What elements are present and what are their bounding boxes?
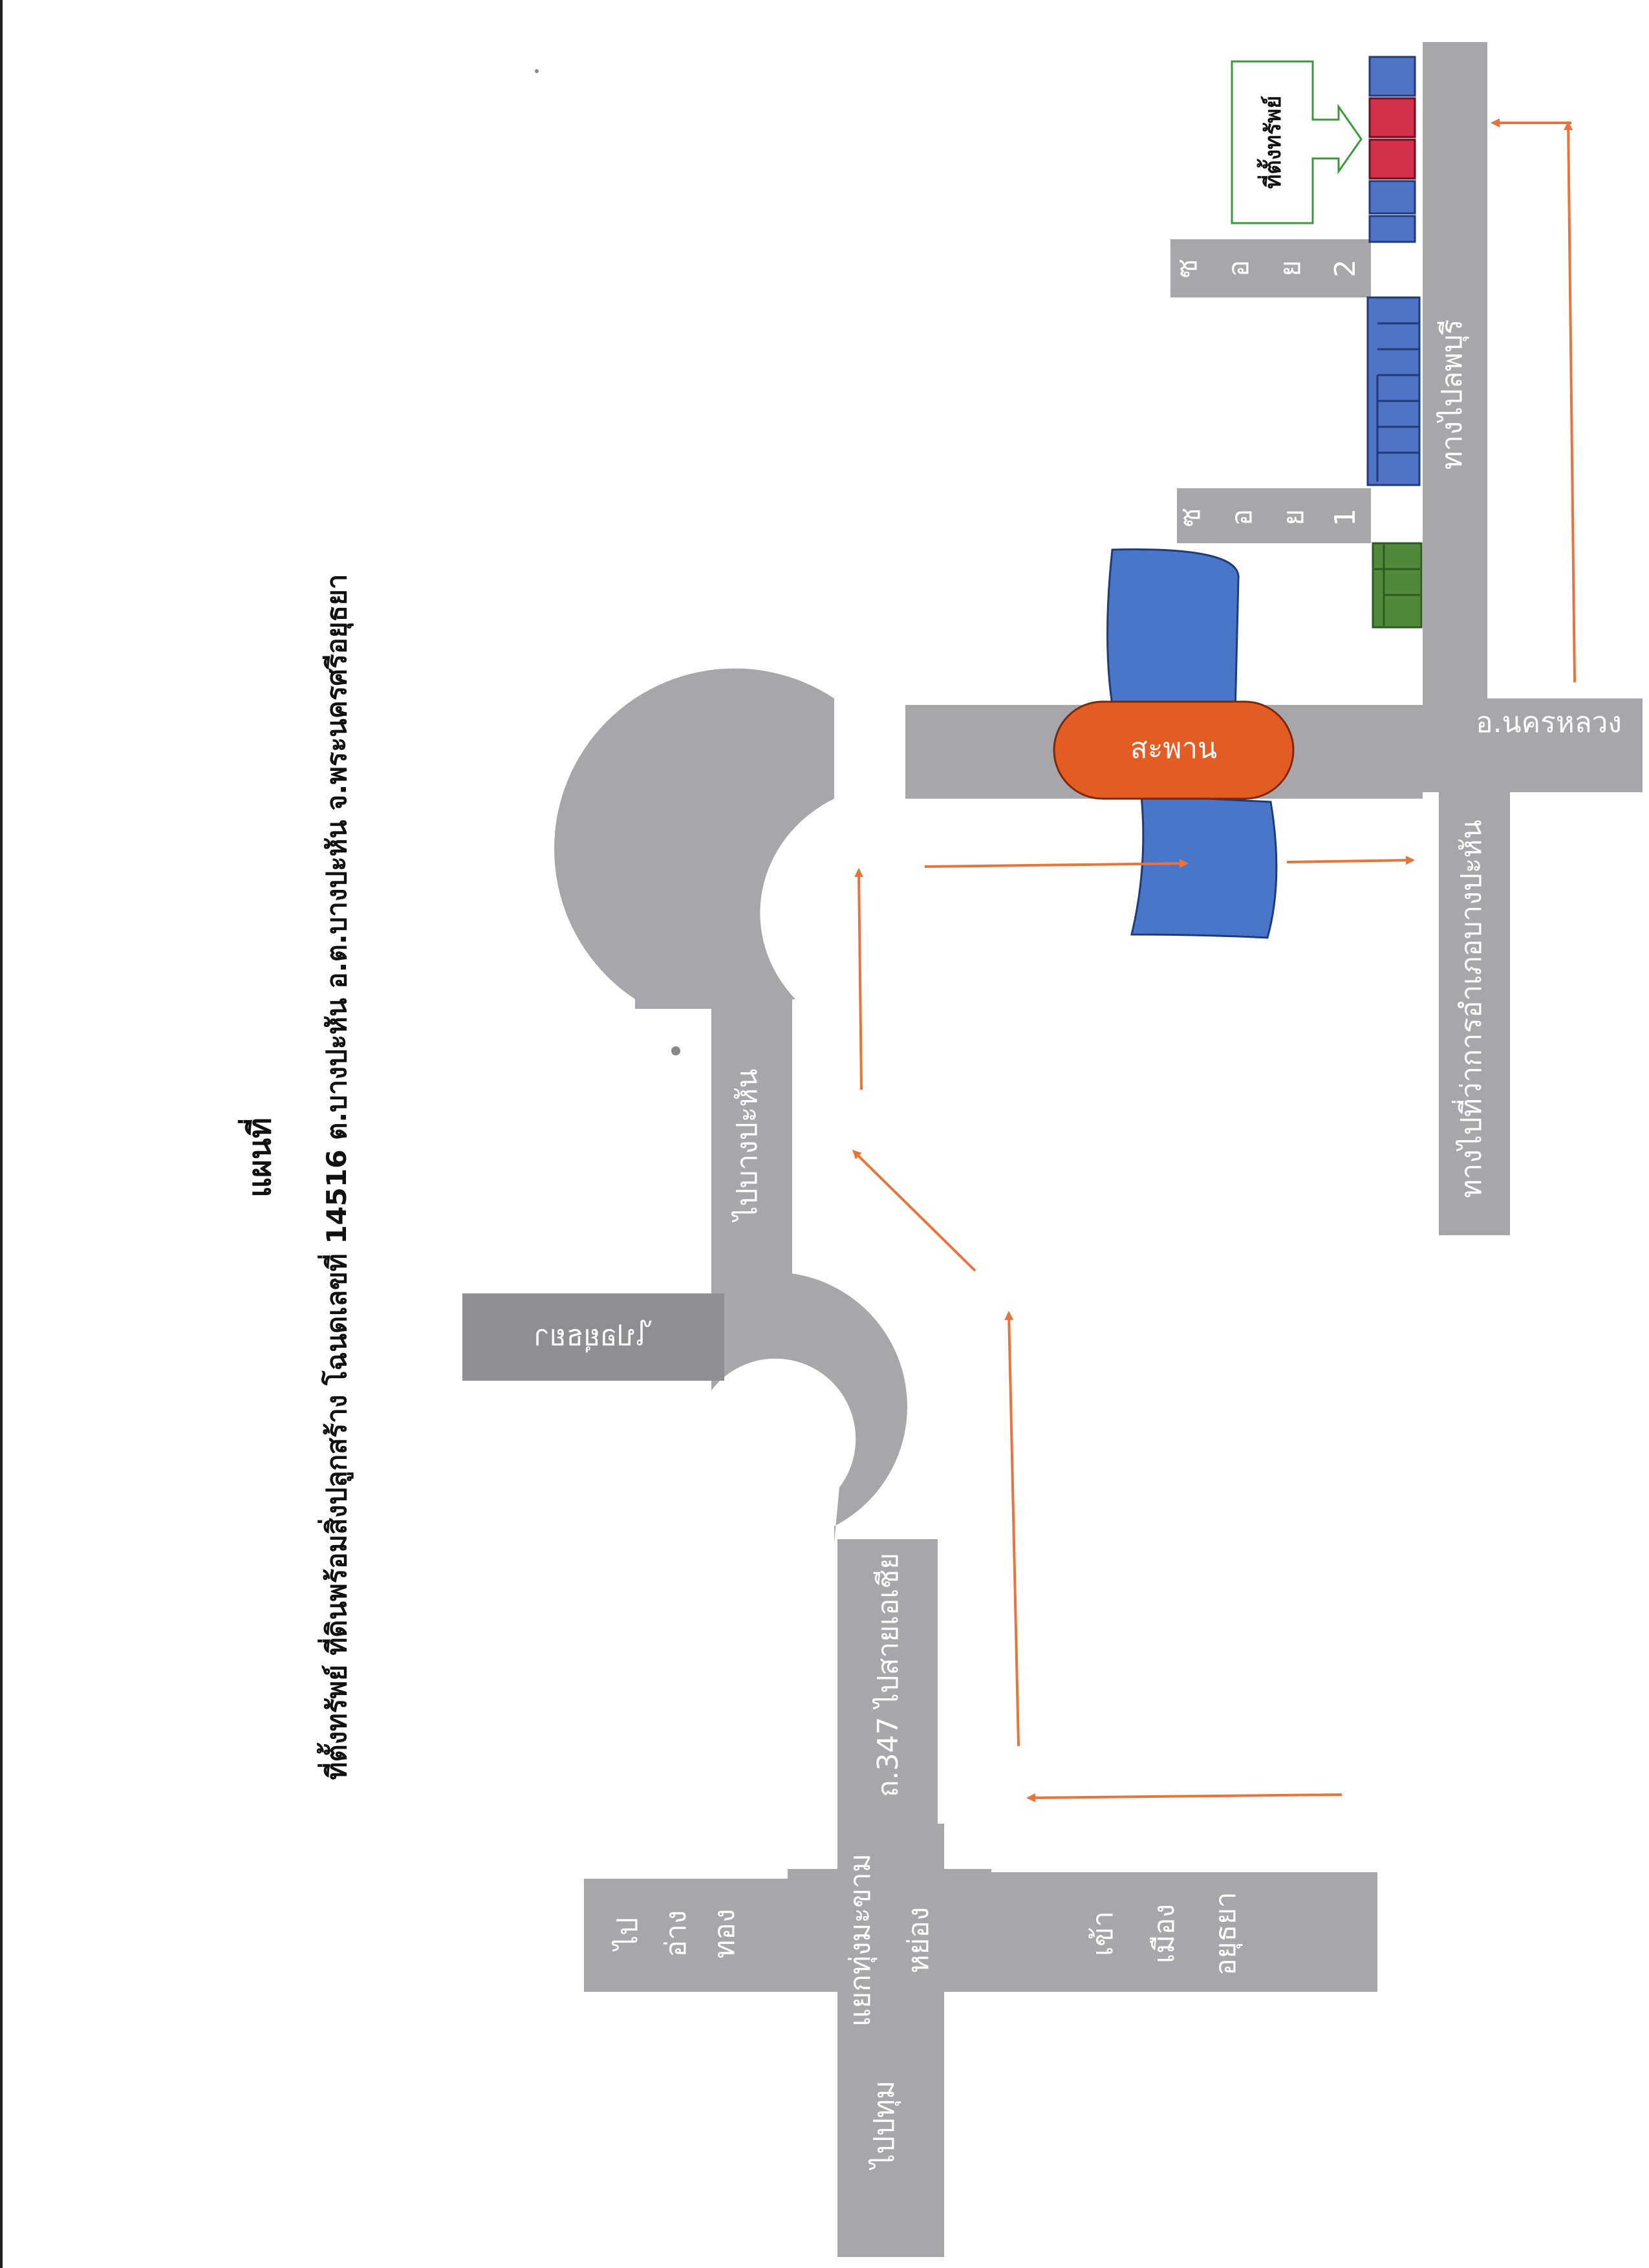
svg-text:1: 1 xyxy=(1329,508,1362,526)
svg-text:อ: อ xyxy=(1222,260,1255,277)
svg-text:2: 2 xyxy=(1329,259,1362,277)
label-to-district-office: ทางไปที่ว่าการอำเภอบางปะหัน xyxy=(1451,819,1488,1198)
label-soi-2: ซ อ ย 2 xyxy=(1170,259,1362,278)
blue-row-buildings xyxy=(1366,296,1421,486)
label-to-pathum: ไปปทุม xyxy=(868,2080,901,2170)
road-junction-block xyxy=(788,1869,991,1992)
river-upper xyxy=(1106,548,1240,716)
route-arrow-6 xyxy=(1286,856,1415,865)
svg-text:เข้า: เข้า xyxy=(1086,1911,1119,1956)
road-ayutthaya-sign-block xyxy=(462,1293,724,1381)
scan-speck xyxy=(671,1046,680,1055)
route-arrow-7 xyxy=(1564,121,1576,683)
bridge-shape xyxy=(1053,700,1295,800)
svg-text:ซ: ซ xyxy=(1170,259,1203,278)
svg-text:เมือง: เมือง xyxy=(1148,1904,1181,1963)
svg-text:อ่าง: อ่าง xyxy=(660,1910,693,1958)
property-block xyxy=(1368,56,1416,243)
road-pathum-arm xyxy=(839,2037,943,2257)
svg-text:อ: อ xyxy=(1225,509,1258,526)
label-junction-2: หย่อง xyxy=(902,1907,935,1974)
scan-speck xyxy=(535,69,539,73)
road-lopburi xyxy=(1423,42,1487,792)
route-arrow-3 xyxy=(852,1149,976,1272)
property-callout xyxy=(1231,60,1363,224)
label-mirrored-sign: ไปอยุธยา xyxy=(534,1319,652,1353)
route-arrow-1 xyxy=(1026,1793,1342,1802)
river-lower xyxy=(1130,794,1278,939)
label-into-city: เข้า เมือง อยุธยา xyxy=(1086,1892,1243,1976)
label-to-bangpahan: ไปบางปะหัน xyxy=(731,1069,764,1223)
map-subtitle: ที่ตั้งทรัพย์ ที่ดินพร้อมสิ่งปลูกสร้าง โ… xyxy=(316,574,354,1780)
map-heading: แผนที่ xyxy=(237,1118,278,1198)
scan-edge xyxy=(0,0,3,2268)
label-route-347: ถ.347 ไปสายเอเชีย xyxy=(872,1553,905,1797)
label-soi-1: ซ อ ย 1 xyxy=(1174,508,1362,527)
road-bangpahan-straight xyxy=(711,999,792,1297)
svg-text:ไป: ไป xyxy=(611,1917,644,1952)
road-lower-curve xyxy=(711,1272,907,1542)
property-callout-label: ที่ตั้งทรัพย์ xyxy=(1256,96,1286,189)
road-upper-curve xyxy=(554,668,834,1009)
green-buildings xyxy=(1372,542,1423,629)
svg-text:ย: ย xyxy=(1274,260,1307,277)
label-to-lopburi: ทางไปลพบุรี xyxy=(1436,319,1469,470)
road-city-arm xyxy=(989,1872,1377,1992)
svg-text:ซ: ซ xyxy=(1174,508,1207,527)
road-soi-2 xyxy=(1170,239,1371,297)
route-arrow-4 xyxy=(854,868,864,1090)
label-nakhon-luang: อ.นครหลวง xyxy=(1476,706,1622,739)
svg-text:ย: ย xyxy=(1277,509,1310,526)
svg-text:อยุธยา: อยุธยา xyxy=(1209,1892,1243,1976)
bridge-label: สะพาน xyxy=(1130,732,1217,765)
label-junction-1: แยกทุ่งมะขาม xyxy=(844,1853,878,2027)
label-to-angthong: ไป อ่าง ทอง xyxy=(611,1909,741,1959)
road-district-office xyxy=(1439,783,1510,1235)
road-route-347 xyxy=(837,1539,938,1882)
route-arrow-5 xyxy=(924,859,1189,869)
route-arrow-2 xyxy=(1004,1311,1020,1747)
road-soi-1 xyxy=(1177,488,1371,543)
svg-text:ทอง: ทอง xyxy=(708,1909,741,1959)
